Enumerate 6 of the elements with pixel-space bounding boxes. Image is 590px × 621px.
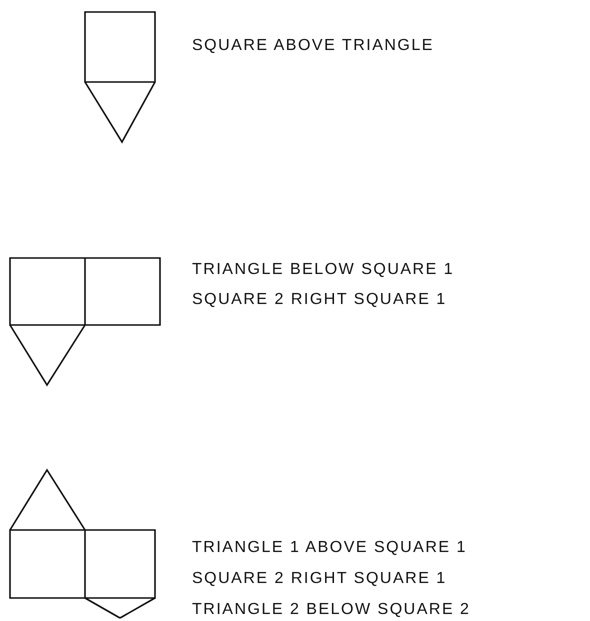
shape-relation-text: SQUARE 2 RIGHT SQUARE 1: [192, 569, 447, 589]
shape-relation-text: SQUARE ABOVE TRIANGLE: [192, 36, 434, 56]
shape-relation-text: SQUARE 2 RIGHT SQUARE 1: [192, 290, 447, 310]
shape-relation-text: TRIANGLE BELOW SQUARE 1: [192, 260, 454, 280]
shape-relation-text: TRIANGLE 2 BELOW SQUARE 2: [192, 600, 470, 620]
shape-relation-text: TRIANGLE 1 ABOVE SQUARE 1: [192, 538, 467, 558]
